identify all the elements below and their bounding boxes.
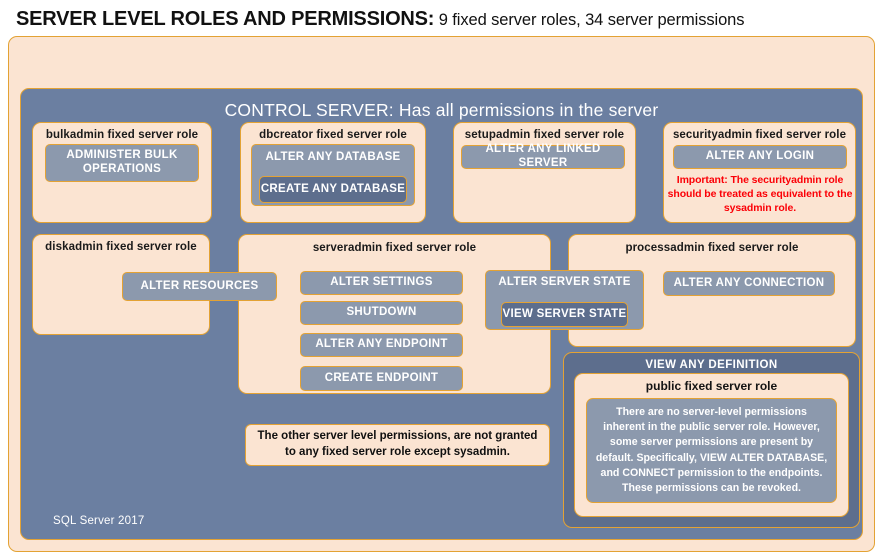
- permission-create-any-database[interactable]: CREATE ANY DATABASE: [259, 176, 407, 203]
- role-label-diskadmin: diskadmin fixed server role: [45, 241, 197, 253]
- role-label-bulkadmin: bulkadmin fixed server role: [45, 129, 199, 141]
- permission-create-endpoint[interactable]: CREATE ENDPOINT: [300, 366, 463, 391]
- other-permissions-note: The other server level permissions, are …: [245, 424, 550, 466]
- role-card-securityadmin[interactable]: securityadmin fixed server role: [663, 122, 856, 223]
- page-title: SERVER LEVEL ROLES AND PERMISSIONS: 9 fi…: [16, 8, 866, 34]
- securityadmin-important-note: Important: The securityadmin role should…: [667, 174, 853, 215]
- role-label-setupadmin: setupadmin fixed server role: [464, 129, 625, 141]
- control-server-label: CONTROL SERVER: Has all permissions in t…: [224, 100, 659, 120]
- role-label-serveradmin: serveradmin fixed server role: [312, 242, 477, 254]
- permission-alter-settings[interactable]: ALTER SETTINGS: [300, 271, 463, 295]
- permission-view-any-definition: VIEW ANY DEFINITION: [645, 359, 778, 371]
- permission-alter-any-database-label: ALTER ANY DATABASE: [265, 151, 401, 163]
- page-title-rest: 9 fixed server roles, 34 server permissi…: [434, 11, 745, 29]
- permission-view-server-state[interactable]: VIEW SERVER STATE: [501, 302, 628, 327]
- permission-alter-any-connection[interactable]: ALTER ANY CONNECTION: [663, 271, 835, 296]
- permission-alter-any-login[interactable]: ALTER ANY LOGIN: [673, 145, 847, 169]
- role-label-public: public fixed server role: [645, 379, 778, 393]
- permission-alter-any-linked-server[interactable]: ALTER ANY LINKED SERVER: [461, 143, 625, 169]
- permission-shutdown[interactable]: SHUTDOWN: [300, 301, 463, 325]
- permission-alter-resources[interactable]: ALTER RESOURCES: [122, 272, 277, 301]
- footer-version-label: SQL Server 2017: [53, 515, 145, 527]
- page-title-strong: SERVER LEVEL ROLES AND PERMISSIONS:: [16, 8, 435, 30]
- role-card-setupadmin[interactable]: setupadmin fixed server role: [453, 122, 636, 223]
- public-role-description: There are no server-level permissions in…: [586, 398, 837, 503]
- role-label-dbcreator: dbcreator fixed server role: [259, 129, 407, 141]
- role-label-processadmin: processadmin fixed server role: [625, 242, 799, 254]
- role-label-securityadmin: securityadmin fixed server role: [672, 129, 847, 141]
- permission-alter-server-state-label: ALTER SERVER STATE: [498, 276, 631, 288]
- permission-alter-any-endpoint[interactable]: ALTER ANY ENDPOINT: [300, 333, 463, 357]
- permission-administer-bulk-operations[interactable]: ADMINISTER BULK OPERATIONS: [45, 144, 199, 182]
